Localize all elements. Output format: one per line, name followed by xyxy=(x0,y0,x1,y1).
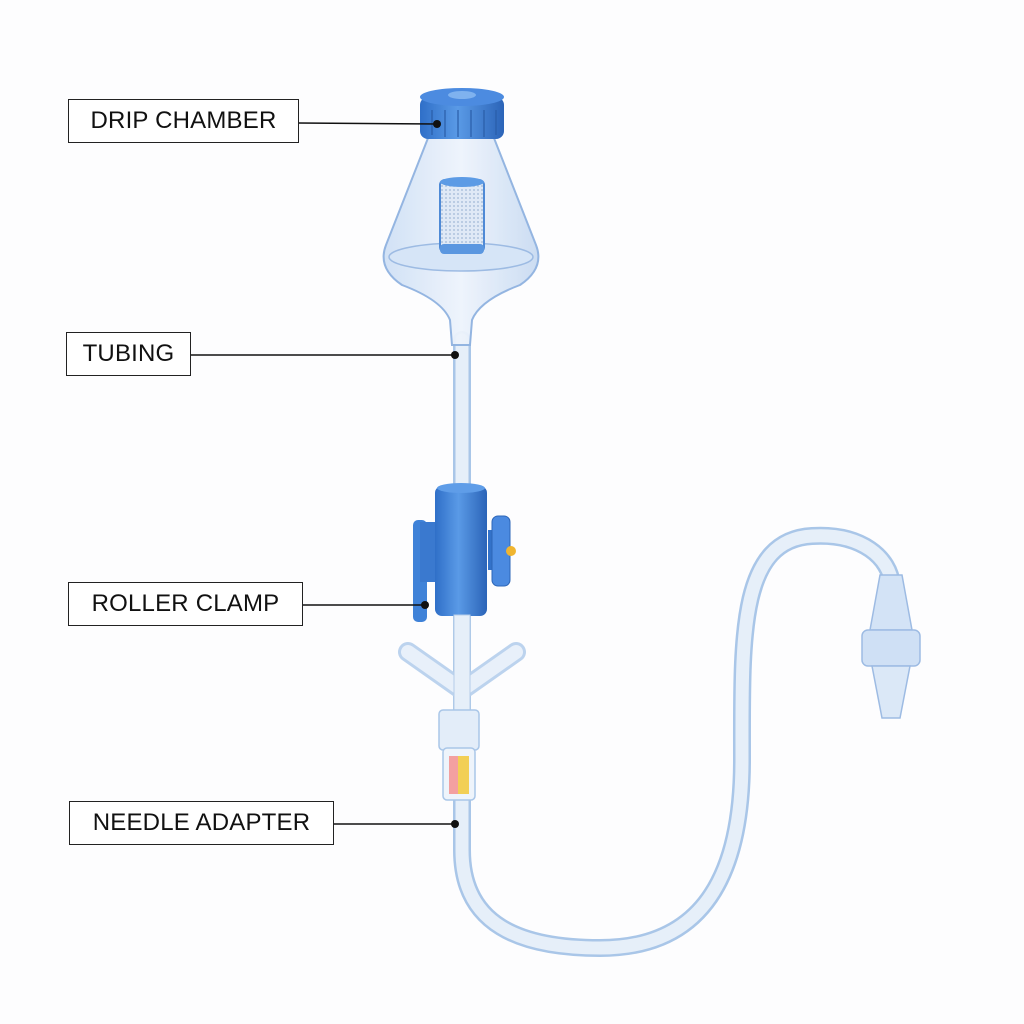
pointer-dot xyxy=(433,120,441,128)
pointer-dot xyxy=(451,820,459,828)
pointer-dot xyxy=(451,351,459,359)
tubing xyxy=(453,331,901,958)
drip-chamber xyxy=(382,88,540,346)
label-needle-adapter: NEEDLE ADAPTER xyxy=(69,801,334,845)
needle-adapter-hub xyxy=(438,709,480,801)
pointer-dot xyxy=(421,601,429,609)
label-roller-clamp: ROLLER CLAMP xyxy=(68,582,303,626)
end-connector xyxy=(861,574,921,719)
y-site xyxy=(398,614,526,716)
roller-clamp xyxy=(413,483,516,622)
label-drip-chamber: DRIP CHAMBER xyxy=(68,99,299,143)
leader-lines xyxy=(190,122,455,825)
label-tubing: TUBING xyxy=(66,332,191,376)
